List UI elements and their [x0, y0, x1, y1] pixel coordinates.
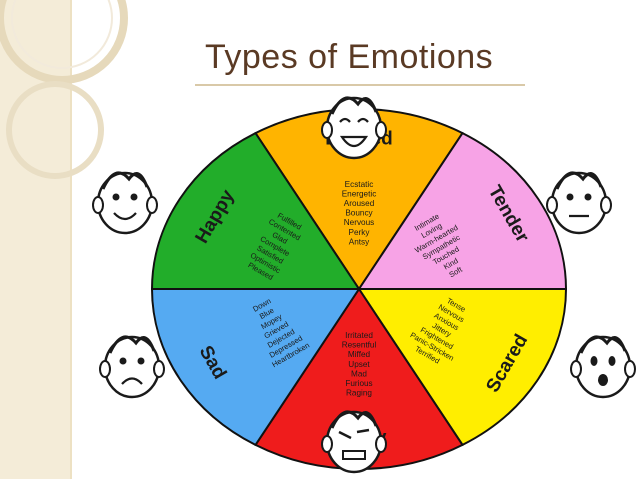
sad-face-mouth: [121, 377, 143, 385]
title-underline: [195, 84, 525, 86]
word-excited-4: Bouncy: [345, 209, 373, 218]
scared-face: [570, 335, 636, 399]
deco-circle-top: [0, 0, 128, 84]
slide-title: Types of Emotions: [205, 38, 494, 76]
happy-face-eye-left: [112, 193, 120, 201]
angry-face-eye-left: [338, 430, 352, 440]
angry-face-ear-right: [375, 435, 387, 453]
happy-face-ear-left: [92, 196, 104, 214]
word-list-excited: EcstaticEnergeticArousedBouncyNervousPer…: [342, 180, 377, 247]
angry-face-ear-left: [321, 435, 333, 453]
word-angry-6: Furious: [345, 379, 372, 388]
angry-face: [321, 410, 387, 474]
deco-circle-top-inner: [11, 0, 113, 69]
tender-face-eye-left: [566, 193, 574, 201]
word-angry-4: Upset: [348, 360, 370, 369]
deco-circle-mid: [6, 81, 104, 179]
segment-scared: [357, 288, 568, 447]
sad-face-hair: [108, 335, 156, 354]
word-angry-7: Raging: [346, 389, 372, 398]
scared-face-ear-left: [570, 360, 582, 378]
sad-face-ear-left: [99, 360, 111, 378]
sad-face: [99, 335, 165, 399]
scared-face-eye-left: [590, 356, 598, 366]
excited-face-ear-left: [321, 121, 333, 139]
tender-face-hair: [555, 171, 603, 190]
word-excited-2: Energetic: [342, 189, 377, 198]
word-angry-2: Resentful: [342, 341, 377, 350]
word-angry-5: Mad: [351, 369, 367, 378]
scared-face-eye-right: [608, 356, 616, 366]
word-excited-5: Nervous: [344, 218, 375, 227]
happy-face-hair: [101, 171, 149, 190]
tender-face: [546, 171, 612, 235]
word-angry-3: Miffed: [348, 350, 371, 359]
word-excited-6: Perky: [349, 228, 371, 237]
word-excited-1: Ecstatic: [345, 180, 374, 189]
scared-face-mouth: [598, 374, 608, 386]
happy-face-mouth: [113, 212, 137, 221]
sad-face-eye-right: [137, 357, 145, 365]
decorative-circles: [0, 0, 128, 179]
excited-face-eye-left: [339, 117, 351, 123]
angry-face-eye-right: [356, 428, 370, 434]
word-angry-1: Irritated: [345, 331, 373, 340]
word-excited-3: Aroused: [344, 199, 375, 208]
wheel-segments: [150, 108, 568, 470]
tender-face-ear-left: [546, 196, 558, 214]
word-excited-7: Antsy: [349, 237, 370, 246]
decorative-band-edge: [70, 0, 72, 479]
happy-face-eye-right: [130, 193, 138, 201]
happy-face-ear-right: [146, 196, 158, 214]
excited-face-ear-right: [375, 121, 387, 139]
scared-face-ear-right: [624, 360, 636, 378]
word-list-happy: FulfilledContentedGladCompleteSatisfiedO…: [246, 211, 303, 282]
segment-tender: [357, 131, 568, 290]
scared-face-hair: [579, 335, 627, 354]
angry-face-hair: [330, 410, 378, 429]
excited-face-hair: [330, 96, 378, 115]
excited-face: [321, 96, 387, 160]
tender-face-ear-right: [600, 196, 612, 214]
angry-face-mouth: [342, 450, 366, 460]
sad-face-eye-left: [119, 357, 127, 365]
tender-face-eye-right: [584, 193, 592, 201]
word-list-angry: IrritatedResentfulMiffedUpsetMadFuriousR…: [342, 331, 377, 398]
emotion-faces: [92, 96, 636, 474]
excited-face-mouth: [339, 135, 369, 148]
happy-face: [92, 171, 158, 235]
segment-sad: [150, 288, 361, 447]
segment-happy: [150, 131, 361, 290]
sad-face-ear-right: [153, 360, 165, 378]
excited-face-eye-right: [357, 117, 369, 123]
